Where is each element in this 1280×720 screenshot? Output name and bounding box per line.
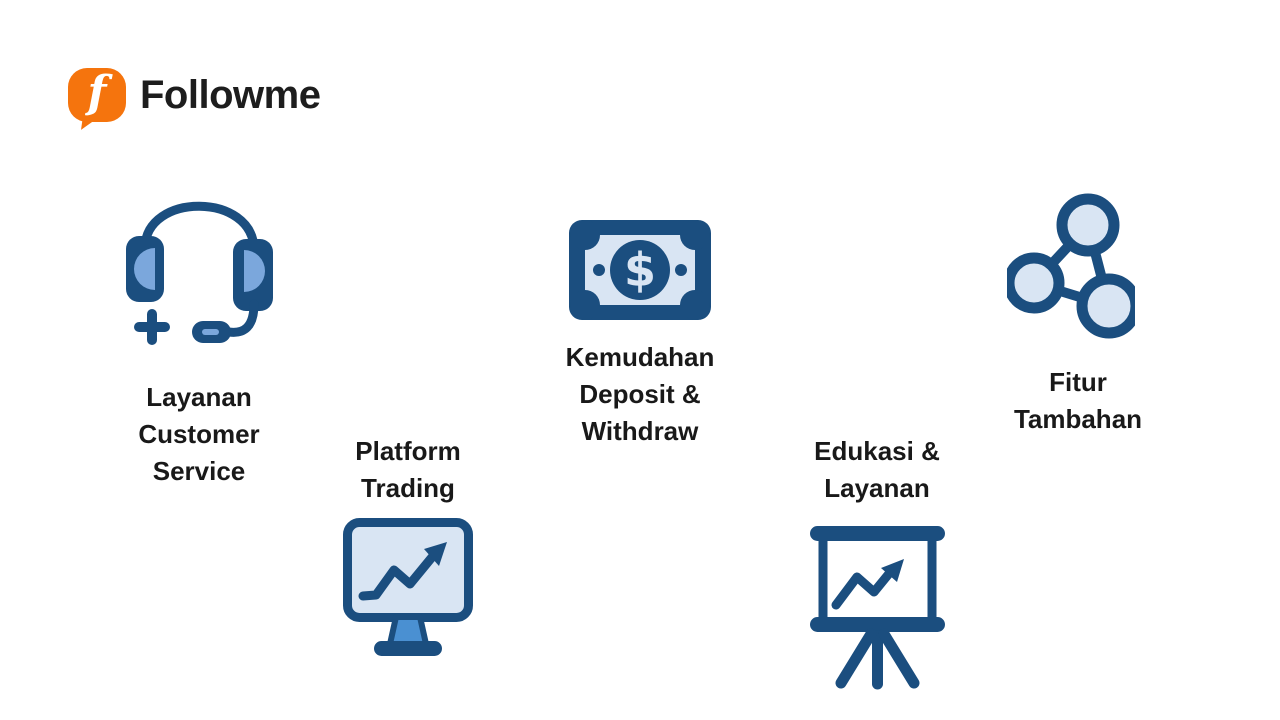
feature-label: Edukasi & Layanan	[814, 436, 940, 503]
followme-logo-icon: f	[68, 68, 126, 122]
feature-additional-features: Fitur Tambahan	[978, 188, 1178, 438]
feature-platform-trading: Platform Trading	[318, 433, 498, 660]
dollar-symbol: $	[624, 243, 656, 297]
feature-label: Kemudahan Deposit & Withdraw	[565, 342, 715, 446]
money-bill-icon: $	[569, 220, 711, 320]
feature-education-service: Edukasi & Layanan	[787, 433, 967, 690]
logo-letter: f	[87, 67, 107, 118]
brand-name: Followme	[140, 72, 321, 117]
feature-customer-service: Layanan Customer Service	[99, 190, 299, 490]
brand-logo: f Followme	[68, 68, 321, 122]
network-nodes-icon	[1007, 193, 1135, 339]
feature-label: Layanan Customer Service	[138, 382, 260, 486]
feature-label: Fitur Tambahan	[1013, 367, 1143, 434]
headset-icon	[126, 201, 273, 345]
feature-label: Platform Trading	[355, 436, 461, 503]
feature-deposit-withdraw: $ Kemudahan Deposit & Withdraw	[540, 220, 740, 450]
monitor-chart-icon	[343, 518, 473, 656]
presentation-chart-icon	[809, 526, 945, 690]
